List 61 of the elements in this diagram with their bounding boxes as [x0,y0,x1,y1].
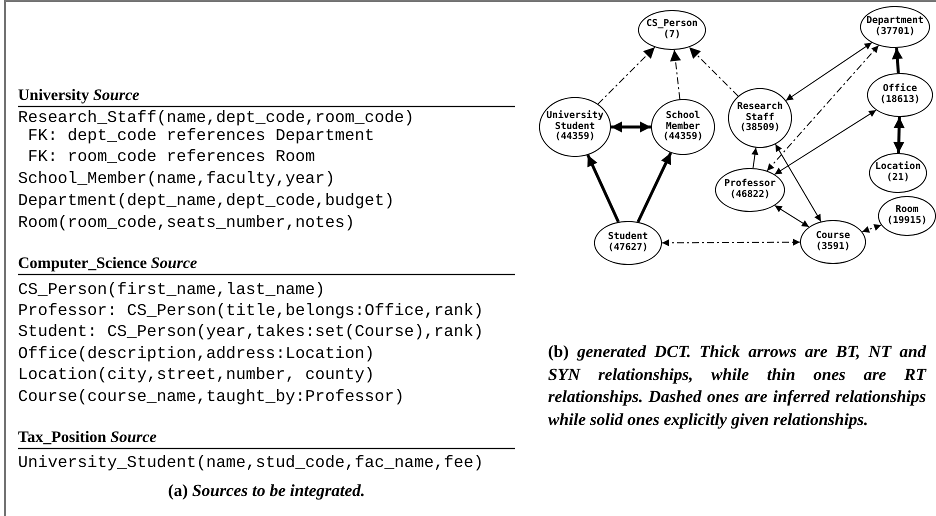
relationship-arrow [774,205,810,228]
instance-count: (21) [886,173,910,184]
source-heading: Computer_Science Source [18,255,198,273]
instance-count: (37701) [874,27,916,38]
schema-line: Course(course_name,taught_by:Professor) [18,387,404,406]
schema-line: School_Member(name,faculty,year) [18,169,335,188]
concept-name: Student [608,232,648,242]
relationship-arrow [688,46,739,97]
concept-name: Office [882,84,918,94]
relationship-arrow [636,152,672,223]
relationship-arrow [662,238,800,246]
relationship-arrow [892,48,903,74]
relationship-arrow [774,144,822,222]
relationship-arrow [598,46,656,104]
schema-line: Student: CS_Person(year,takes:set(Course),rank) [18,322,484,341]
concept-name: Location [875,162,921,172]
instance-count: (44359) [662,132,704,144]
relationship-arrow [611,122,651,132]
concept-ellipse [800,220,866,264]
instance-count: (19915) [886,216,928,227]
instance-count: (44359) [554,132,596,144]
concept-name: Room [896,205,918,216]
schema-line: University_Student(name,stud_code,fac_name,fee) [18,453,484,472]
concept-name: Department [866,16,924,26]
instance-count: (46822) [730,190,770,201]
relationship-arrow [774,110,877,175]
concept-name: Research Staff [736,102,784,123]
relationship-arrow [766,45,880,172]
figure-caption: (b) generated DCT. Thick arrows are BT, NT and SYN relationships, while thin ones are RT relationships. Dashed ones are inferred relationships while solid ones explicitly given relationships. [548,341,926,431]
concept-name: School Member [666,110,700,132]
schema-line: Research_Staff(name,dept_code,room_code) [18,108,414,127]
concept-name: Professor [724,179,776,190]
schema-line: Professor: CS_Person(title,belongs:Office,rank) [18,301,484,320]
figure-caption: (a) Sources to be integrated. [167,481,366,501]
schema-line: Office(description,address:Location) [18,344,374,363]
concept-name: CS_Person [646,19,698,30]
concept-name: Course [816,231,850,242]
instance-count: (3591) [816,242,850,253]
schema-line: Department(dept_name,dept_code,budget) [18,191,394,210]
source-heading: University Source [18,87,140,105]
relationship-arrow [586,154,620,223]
concept-ellipse [867,73,933,117]
instance-count: (47627) [608,243,648,254]
concept-ellipse [715,168,785,212]
relationship-arrow [862,224,882,233]
schema-line: CS_Person(first_name,last_name) [18,280,325,299]
instance-count: (7) [663,30,681,41]
instance-count: (18613) [880,95,920,106]
relationship-arrow [785,42,872,101]
source-heading: Tax_Position Source [18,429,157,447]
concept-name: University Student [545,110,605,132]
concept-ellipse [728,88,792,148]
schema-line: FK: room_code references Room [26,147,316,166]
relationship-arrow [751,147,758,169]
relationship-arrow [893,116,905,154]
instance-count: (38509) [740,123,780,134]
schema-line: FK: dept_code references Department [26,126,374,145]
relationship-arrow [670,49,681,100]
schema-line: Location(city,street,number, county) [18,365,374,384]
concept-ellipse [878,196,936,236]
schema-line: Room(room_code,seats_number,notes) [18,213,355,232]
